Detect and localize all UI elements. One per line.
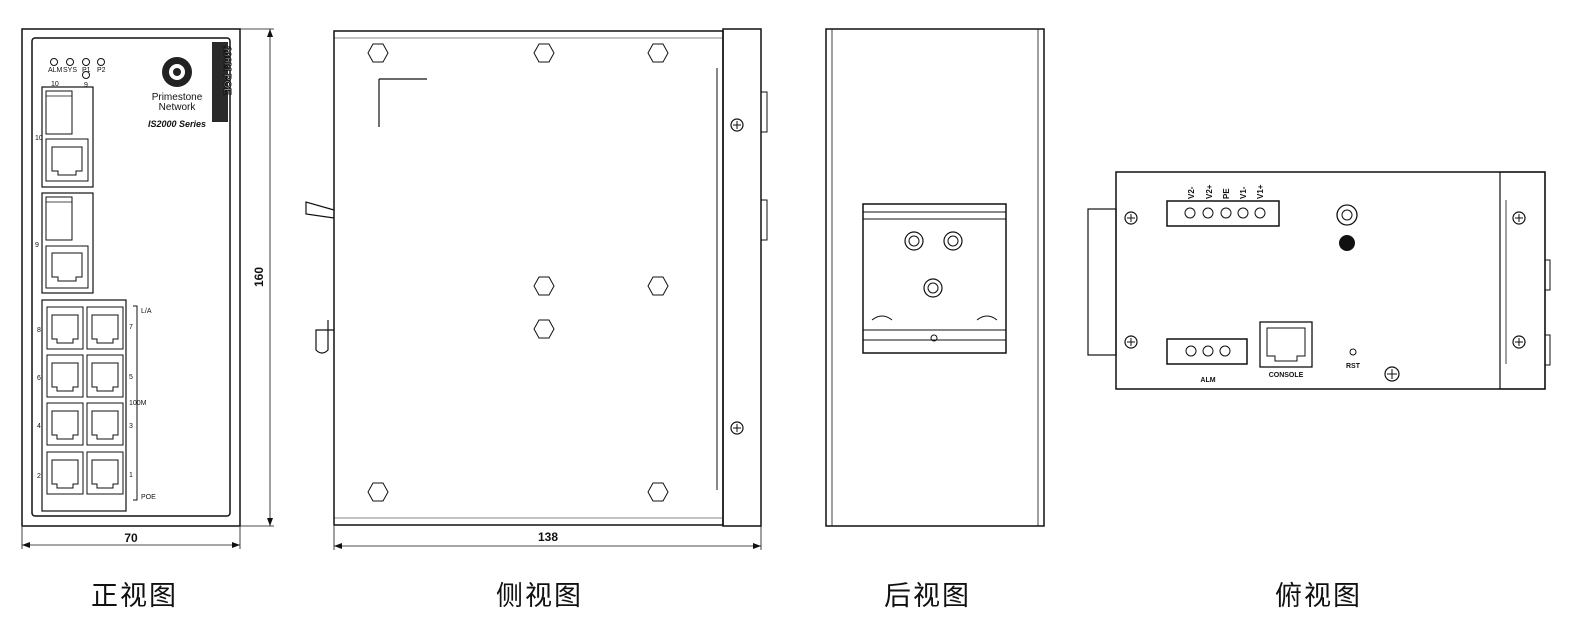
sfp-label-10: 10 [35,135,43,142]
poe-label: POE [141,494,156,501]
dim-width-70: 70 [124,531,138,545]
front-outer-frame [21,28,241,527]
port-label-4: 4 [37,423,41,430]
side-body [333,30,724,526]
port-label-5: 5 [129,374,133,381]
led-label-p2: P2 [97,67,106,74]
pin-label-v2-minus: V2- [1187,186,1196,199]
led-label-alm: ALM [48,67,63,74]
pin-label-v2-plus: V2+ [1205,184,1214,199]
brand-name-2: Network [159,102,197,113]
led-label-9: 9 [84,82,88,89]
top-body [1115,171,1546,390]
rst-label: RST [1346,363,1361,370]
screw-icon [1124,211,1138,225]
side-view-caption: 侧视图 [496,581,583,612]
front-panel [31,37,231,517]
port-label-3: 3 [129,423,133,430]
rear-body [825,28,1045,527]
ground-screw-icon [1339,235,1355,251]
sfp-label-9: 9 [35,242,39,249]
la-label: L/A [141,308,152,315]
screw-icon [730,118,744,132]
pin-label-v1-minus: V1- [1239,186,1248,199]
led-label-10: 10 [51,81,59,88]
series-label: IS2000 Series [148,119,206,129]
poe-port-grid [46,306,124,495]
model-badge [212,42,228,122]
screw-icon [1384,366,1400,382]
reset-button [1349,348,1357,356]
top-view: V2- V2+ PE V1- V1+ ALM CONSOLE RST [1087,171,1551,390]
port-label-1: 1 [129,472,133,479]
dim-height-160: 160 [252,267,266,287]
front-view-caption: 正视图 [91,581,178,612]
led-label-sys: SYS [63,67,77,74]
power-terminal-block [1166,200,1280,227]
dim-depth-138: 138 [538,530,558,544]
side-front-panel [722,28,762,527]
console-label: CONSOLE [1269,372,1304,379]
alarm-terminal-block [1166,338,1248,365]
poe-port-block [41,299,127,512]
alm-label: ALM [1200,377,1215,384]
rear-view-caption: 后视图 [884,581,971,612]
screw-icon [730,421,744,435]
screw-icon [1512,211,1526,225]
console-port [1259,321,1313,368]
port-label-8: 8 [37,327,41,334]
port-label-2: 2 [37,473,41,480]
brand-name-1: Primestone [152,92,203,103]
din-rail-bracket [862,203,1007,354]
ground-connector [1336,204,1358,226]
pin-label-v1-plus: V1+ [1256,184,1265,199]
port-label-7: 7 [129,324,133,331]
screw-icon [1124,335,1138,349]
sfp-slot-10 [45,90,73,135]
rj45-port-9 [45,245,89,289]
front-view: 100M POE Primestone Network IS2000 Serie… [21,28,274,549]
led-label-p1: P1 [82,67,91,74]
rj45-port-10 [45,138,89,182]
sfp-slot-9 [45,196,73,241]
model-badge-text: 100M POE [221,46,232,95]
side-view: 138 [305,28,768,550]
top-view-caption: 俯视图 [1275,581,1362,612]
rear-view [825,28,1045,527]
100m-label: 100M [129,400,147,407]
pin-label-pe: PE [1222,188,1231,199]
screw-icon [1512,335,1526,349]
port-label-6: 6 [37,375,41,382]
